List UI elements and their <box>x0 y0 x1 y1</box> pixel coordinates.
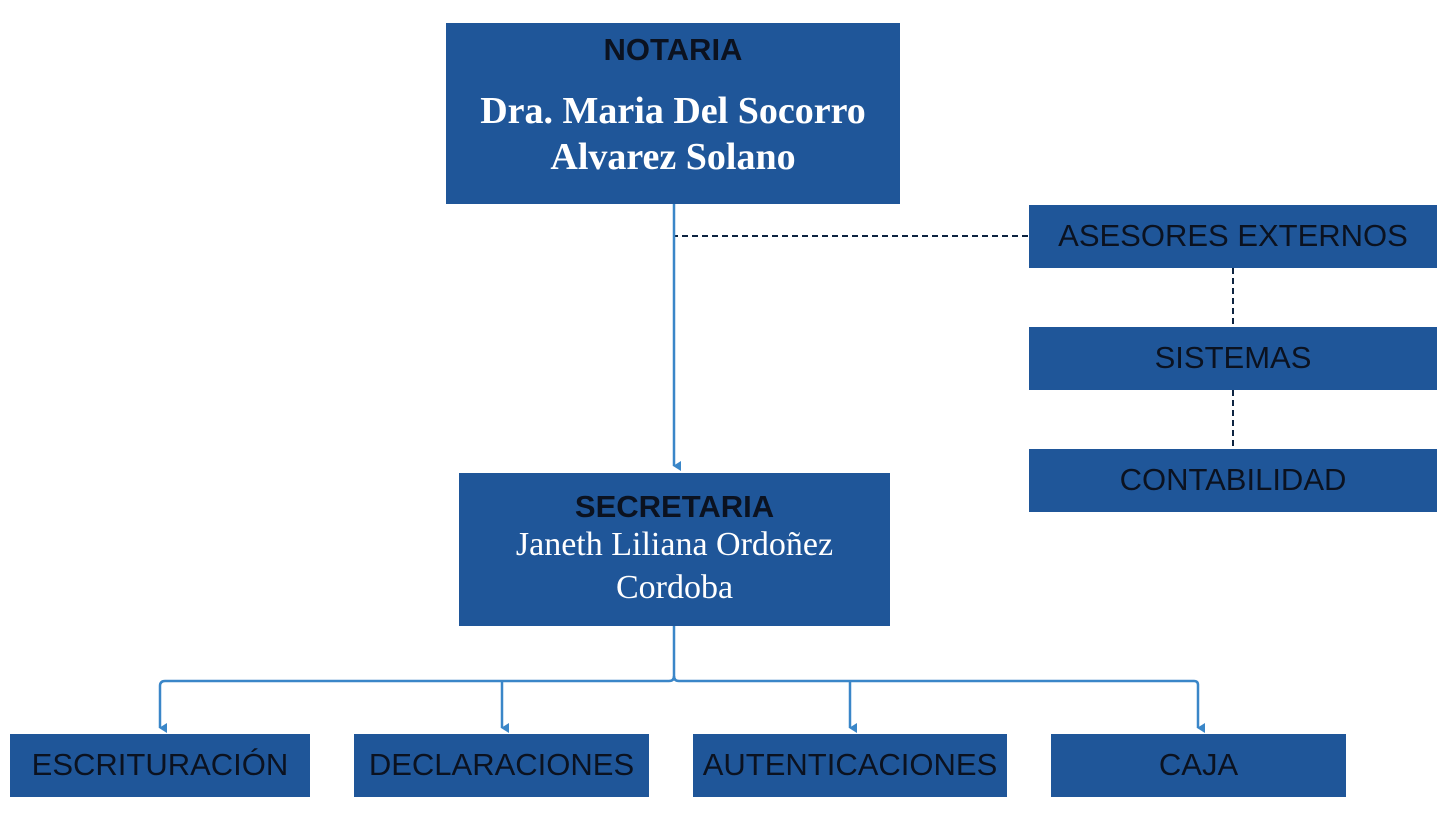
node-notaria-title: NOTARIA <box>603 32 743 67</box>
solid-connector-secretaria-trunk <box>672 626 1200 686</box>
node-secretaria: SECRETARIA Janeth Liliana Ordoñez Cordob… <box>459 473 890 626</box>
node-secretaria-person-line1: Janeth Liliana Ordoñez <box>515 526 834 564</box>
node-asesores-externos-label: ASESORES EXTERNOS <box>1058 218 1408 254</box>
node-contabilidad-label: CONTABILIDAD <box>1119 462 1347 498</box>
node-sistemas: SISTEMAS <box>1029 327 1437 390</box>
dashed-connector-notaria-asesores <box>673 204 1029 237</box>
node-declaraciones-label: DECLARACIONES <box>368 747 635 783</box>
node-notaria: NOTARIA Dra. Maria Del Socorro Alvarez S… <box>446 23 900 204</box>
solid-connector-bus-left <box>158 675 676 687</box>
node-escrituracion: ESCRITURACIÓN <box>10 734 310 797</box>
node-asesores-externos: ASESORES EXTERNOS <box>1029 205 1437 268</box>
node-escrituracion-label: ESCRITURACIÓN <box>31 747 289 783</box>
node-secretaria-title: SECRETARIA <box>574 488 775 524</box>
node-notaria-person-line2: Alvarez Solano <box>550 135 796 178</box>
node-notaria-person-line1: Dra. Maria Del Socorro <box>480 90 866 133</box>
node-caja: CAJA <box>1051 734 1346 797</box>
node-contabilidad: CONTABILIDAD <box>1029 449 1437 512</box>
node-declaraciones: DECLARACIONES <box>354 734 649 797</box>
node-secretaria-person-line2: Cordoba <box>615 568 734 606</box>
node-autenticaciones-label: AUTENTICACIONES <box>702 747 998 783</box>
node-autenticaciones: AUTENTICACIONES <box>693 734 1007 797</box>
node-caja-label: CAJA <box>1158 747 1239 783</box>
node-sistemas-label: SISTEMAS <box>1154 340 1312 376</box>
